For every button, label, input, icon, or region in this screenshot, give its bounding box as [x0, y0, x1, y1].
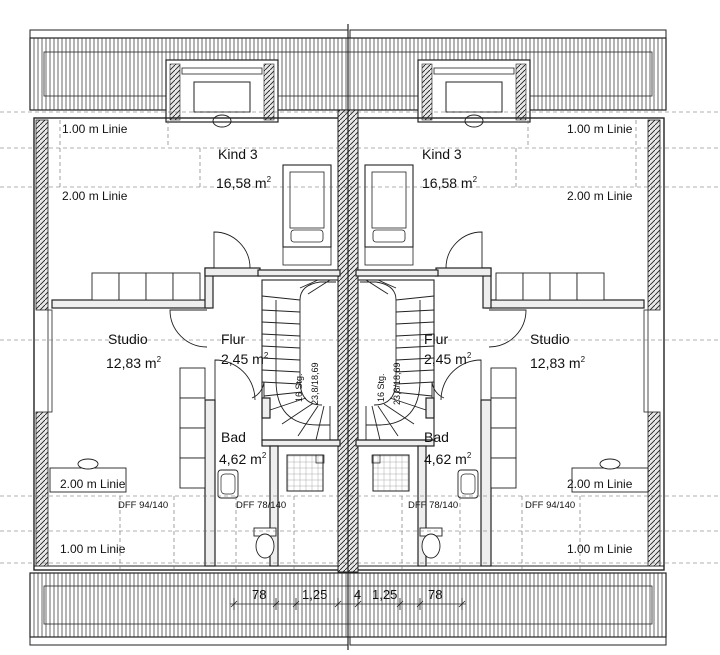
- wardrobe-left: [91, 272, 201, 301]
- dff-bad-label: DFF 78/140: [408, 500, 458, 511]
- bed-left: [282, 164, 332, 266]
- line-label-1m-bottom: 1.00 m Linie: [567, 542, 633, 556]
- stair-label: 16 Stg.: [376, 373, 386, 402]
- wardrobe-right: [495, 272, 605, 301]
- dimension-value: 1,25: [302, 587, 327, 602]
- dff-studio-label: DFF 94/140: [525, 500, 575, 511]
- room-area-flur: 2,45 m2: [221, 351, 269, 367]
- dormer-left: [165, 59, 279, 128]
- dimension-line: [230, 598, 466, 610]
- room-area-studio: 12,83 m2: [106, 355, 162, 371]
- dimension-value: 1,25: [372, 587, 397, 602]
- line-label-2m-bottom: 2.00 m Linie: [567, 477, 633, 491]
- studio-cabinets-right: [490, 367, 517, 489]
- room-area-bad: 4,62 m2: [424, 451, 472, 467]
- dff-studio-label: DFF 94/140: [118, 500, 168, 511]
- room-name-kind: Kind 3: [422, 146, 462, 162]
- dff-bad-label: DFF 78/140: [236, 500, 286, 511]
- room-area-flur: 2,45 m2: [424, 351, 472, 367]
- desk-left: [49, 458, 127, 493]
- line-label-1m-top: 1.00 m Linie: [567, 122, 633, 136]
- exterior-walls: [35, 119, 661, 567]
- studio-cabinets-left: [179, 367, 206, 489]
- stair-label: 16 Stg.: [294, 373, 304, 402]
- line-label-2m-top: 2.00 m Linie: [62, 189, 128, 203]
- stair-left: [261, 279, 339, 441]
- dimension-value: 78: [252, 587, 266, 602]
- line-label-2m-top: 2.00 m Linie: [567, 189, 633, 203]
- room-name-kind: Kind 3: [218, 146, 258, 162]
- bed-right: [364, 164, 414, 266]
- stair-ratio: 23,8/18,69: [310, 362, 320, 405]
- bathroom-left: [217, 454, 325, 559]
- bathroom-right: [371, 454, 479, 559]
- room-name-studio: Studio: [530, 331, 570, 347]
- room-area-kind: 16,58 m2: [216, 175, 272, 191]
- room-name-studio: Studio: [108, 331, 148, 347]
- room-name-bad: Bad: [424, 429, 449, 445]
- room-name-flur: Flur: [221, 331, 245, 347]
- stair-right: [357, 279, 435, 441]
- party-wall: [337, 24, 359, 650]
- dimension-value: 78: [428, 587, 442, 602]
- room-name-flur: Flur: [424, 331, 448, 347]
- room-area-studio: 12,83 m2: [530, 355, 586, 371]
- room-area-bad: 4,62 m2: [219, 451, 267, 467]
- line-label-2m-bottom: 2.00 m Linie: [60, 477, 126, 491]
- doors-left: [169, 231, 265, 401]
- height-lines: [0, 111, 720, 573]
- dormer-right: [417, 59, 531, 128]
- desk-right: [571, 458, 649, 493]
- line-label-1m-top: 1.00 m Linie: [62, 122, 128, 136]
- labels-unit-right: 1.00 m Linie 2.00 m Linie Kind 3 16,58 m…: [376, 122, 633, 556]
- stair-ratio: 23,8/18,69: [392, 362, 402, 405]
- dimension-value: 4: [354, 587, 361, 602]
- doors-right: [431, 231, 527, 401]
- room-name-bad: Bad: [221, 429, 246, 445]
- dimension-labels: 78 1,25 4 1,25 78: [252, 587, 442, 602]
- room-area-kind: 16,58 m2: [422, 175, 478, 191]
- labels-unit-left: 1.00 m Linie 2.00 m Linie Kind 3 16,58 m…: [60, 122, 320, 556]
- line-label-1m-bottom: 1.00 m Linie: [60, 542, 126, 556]
